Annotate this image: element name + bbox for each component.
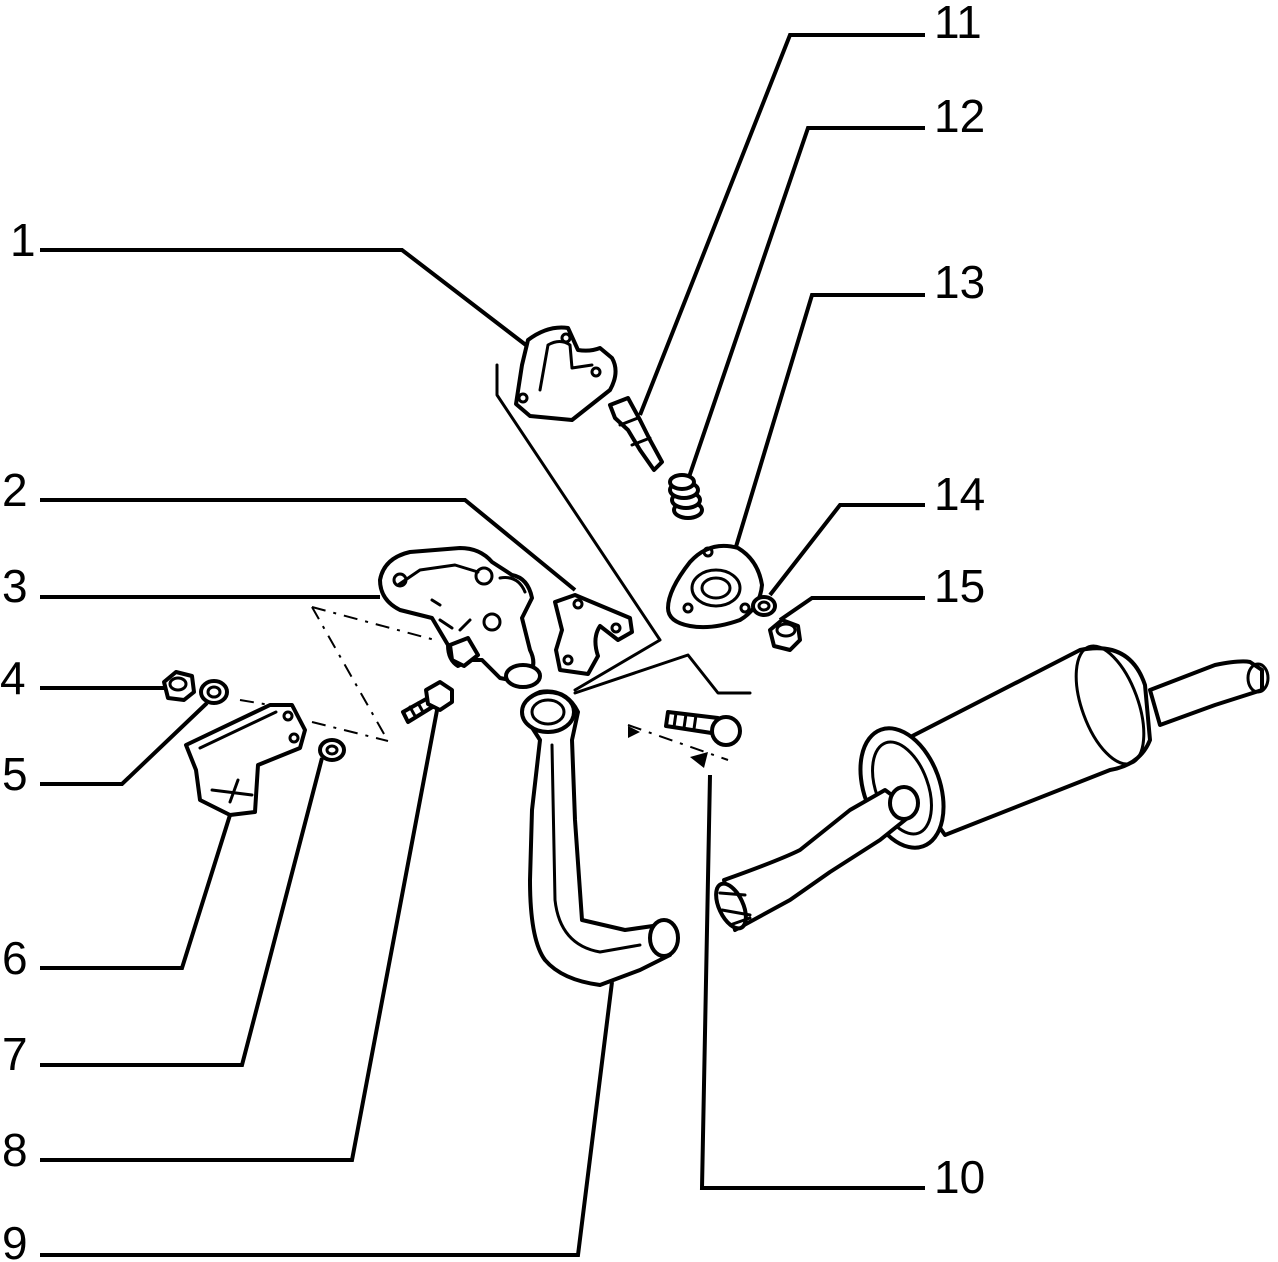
assembly-bracket-lines — [239, 363, 752, 761]
leader-10 — [699, 774, 925, 1190]
leader-12 — [686, 126, 925, 481]
callout-9: 9 — [2, 1217, 28, 1262]
part-4-nut — [162, 670, 196, 702]
callout-3: 3 — [2, 560, 28, 612]
part-11-stud — [608, 396, 664, 472]
rear-silencer — [714, 644, 1270, 932]
callout-15: 15 — [934, 560, 985, 612]
callout-5: 5 — [2, 748, 28, 800]
leader-7 — [40, 757, 324, 1067]
part-15-nut — [768, 618, 802, 652]
leader-9 — [40, 981, 614, 1257]
part-5-washer — [199, 679, 229, 705]
callout-2: 2 — [2, 464, 28, 516]
leader-8 — [40, 704, 440, 1162]
part-2-bracket — [553, 593, 634, 676]
leader-15 — [778, 596, 925, 622]
part-12-spring — [668, 473, 704, 520]
leader-lines — [40, 33, 925, 1257]
callout-10: 10 — [934, 1151, 985, 1203]
part-3-manifold-flange — [378, 546, 542, 689]
leader-2 — [40, 498, 577, 592]
callout-6: 6 — [2, 932, 28, 984]
callout-14: 14 — [934, 468, 985, 520]
callout-12: 12 — [934, 90, 985, 142]
callout-1: 1 — [10, 214, 36, 266]
part-8-bolt — [401, 680, 454, 724]
leader-11 — [638, 33, 925, 416]
part-6-support-bracket — [184, 703, 307, 817]
part-10-clamp-bolt — [628, 710, 742, 768]
callout-11: 11 — [934, 0, 982, 48]
callout-4: 4 — [0, 652, 26, 704]
part-13-flange-gasket — [666, 543, 764, 630]
callout-13: 13 — [934, 256, 985, 308]
part-7-washer — [318, 738, 346, 762]
leader-6 — [40, 814, 232, 970]
part-14-washer — [751, 595, 777, 617]
leader-1 — [40, 248, 537, 354]
part-1-flange-plate — [514, 325, 618, 422]
leader-13 — [733, 293, 925, 551]
leader-5 — [40, 701, 209, 786]
callout-8: 8 — [2, 1124, 28, 1176]
callout-labels: 1 2 3 4 5 6 7 8 9 10 11 12 13 14 15 — [0, 0, 985, 1262]
part-9-front-pipe — [520, 689, 680, 987]
callout-7: 7 — [2, 1028, 28, 1080]
leader-14 — [768, 503, 925, 597]
